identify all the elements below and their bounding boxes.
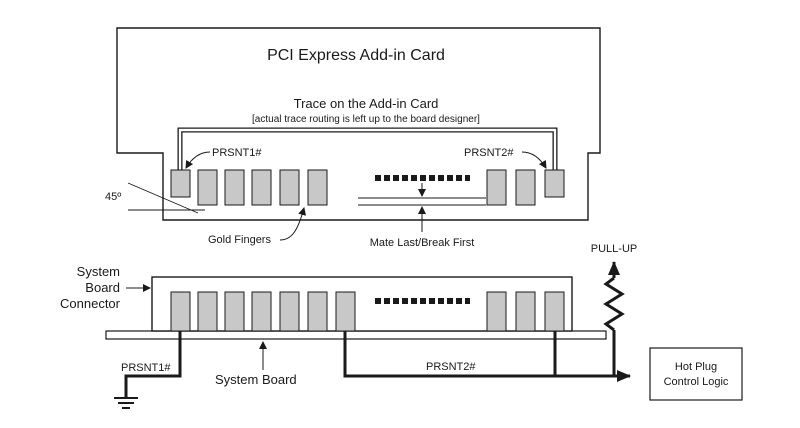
gold-finger bbox=[224, 169, 245, 206]
trace-note: [actual trace routing is left up to the … bbox=[252, 114, 480, 125]
connector-label-line2: Board bbox=[85, 280, 120, 295]
system-prsnt2-label: PRSNT2# bbox=[426, 361, 476, 373]
card-prsnt2-arrow bbox=[521, 151, 547, 169]
hotplug-label-line2: Control Logic bbox=[664, 376, 729, 388]
connector-pin bbox=[224, 291, 245, 332]
prsnt1-wire bbox=[124, 331, 182, 398]
connector-label-line1: System bbox=[77, 264, 120, 279]
connector-pin bbox=[486, 291, 507, 332]
connector-pin bbox=[197, 291, 218, 332]
gold-finger bbox=[515, 169, 536, 206]
gold-fingers-arrow bbox=[279, 207, 307, 241]
angle-line-diagonal bbox=[127, 182, 199, 214]
gold-finger bbox=[486, 169, 507, 206]
connector-pins bbox=[170, 291, 565, 332]
connector-prsnt1-pin bbox=[170, 291, 191, 332]
connector-pin bbox=[307, 291, 328, 332]
pullup-resistor-icon bbox=[603, 276, 625, 332]
system-connector: System Board Connector System Board bbox=[60, 264, 607, 387]
gold-finger bbox=[197, 169, 218, 206]
add-in-card: PCI Express Add-in Card Trace on the Add… bbox=[105, 27, 601, 249]
wiring: PRSNT1# PRSNT2# PULL-UP Hot Plug Control… bbox=[114, 243, 743, 409]
card-fingers bbox=[170, 169, 565, 206]
hotplug-control-logic-box bbox=[649, 347, 743, 401]
card-prsnt1-finger bbox=[170, 169, 191, 198]
card-title: PCI Express Add-in Card bbox=[267, 47, 445, 64]
connector-pin bbox=[544, 291, 565, 332]
ground-icon bbox=[114, 397, 138, 409]
card-prsnt1-label: PRSNT1# bbox=[212, 147, 262, 159]
angle-label: 45º bbox=[105, 191, 121, 203]
mate-label: Mate Last/Break First bbox=[370, 237, 475, 249]
trace-title: Trace on the Add-in Card bbox=[294, 96, 439, 111]
hotplug-label-line1: Hot Plug bbox=[675, 361, 717, 373]
card-trace-inner bbox=[178, 128, 557, 170]
gold-finger bbox=[307, 169, 328, 206]
connector-pin bbox=[251, 291, 272, 332]
connector-prsnt2-pin bbox=[335, 291, 356, 332]
gold-fingers-label: Gold Fingers bbox=[208, 234, 271, 246]
card-prsnt2-finger bbox=[544, 169, 565, 198]
connector-pin bbox=[279, 291, 300, 332]
connector-label-line3: Connector bbox=[60, 296, 121, 311]
card-prsnt2-label: PRSNT2# bbox=[464, 147, 514, 159]
connector-pin bbox=[515, 291, 536, 332]
prsnt2-wire bbox=[343, 331, 631, 382]
system-board-label: System Board bbox=[215, 372, 297, 387]
gold-finger bbox=[251, 169, 272, 206]
pullup-label: PULL-UP bbox=[591, 243, 637, 255]
card-prsnt1-arrow bbox=[185, 151, 211, 169]
gold-finger bbox=[279, 169, 300, 206]
system-prsnt1-label: PRSNT1# bbox=[121, 362, 171, 374]
